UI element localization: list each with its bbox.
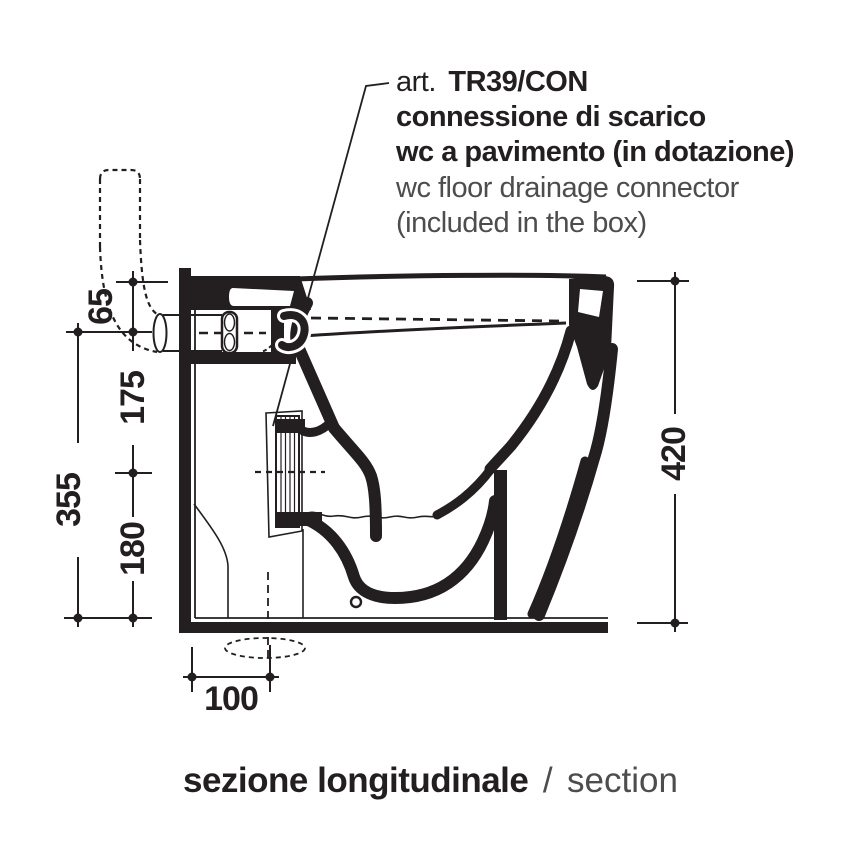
wall [179, 268, 191, 633]
pedestal-wall [494, 470, 507, 620]
floor [179, 622, 608, 633]
spud-gasket [220, 310, 239, 355]
caption-english: section [567, 761, 678, 800]
sump-underside [300, 495, 501, 605]
dimension-420: 420 [637, 272, 693, 632]
inlet-pipe [152, 313, 266, 353]
annotation-line-en-1: wc floor drainage connector [395, 172, 740, 204]
flush-distributor [260, 308, 312, 355]
trap-weir-leg [328, 422, 382, 542]
annotation-prefix: art. [396, 66, 436, 98]
drawing-caption: sezione longitudinale / section [183, 761, 678, 800]
outer-profile [533, 343, 618, 621]
front-rim-section [569, 276, 615, 391]
leader-line [272, 82, 390, 427]
dimension-label-420: 420 [655, 427, 693, 481]
connector-bottom-seal [275, 512, 322, 526]
socket-bottom [190, 352, 296, 364]
dimension-label-100: 100 [204, 680, 258, 718]
annotation-line-it-1: connessione di scarico [396, 101, 706, 133]
caption-separator: / [543, 761, 553, 800]
annotation-line-it-2: wc a pavimento (in dotazione) [395, 136, 794, 168]
floor-drain-dashed [224, 572, 306, 662]
bowl-underside-line [432, 464, 496, 520]
bowl-inner-wall [484, 325, 577, 475]
annotation-code: TR39/CON [448, 66, 587, 98]
dimension-label-355: 355 [50, 473, 88, 527]
annotation-block: art. TR39/CON connessione di scarico wc … [395, 66, 795, 239]
seat-hidden-line [310, 316, 561, 323]
seat-top-line [295, 272, 607, 282]
trap-to-connector [298, 417, 336, 437]
connector-housing-outline [265, 410, 303, 538]
dimension-65-175-180-chain: 65 175 355 180 [50, 271, 168, 627]
bowl-opening-line [303, 321, 567, 338]
pedestal-ghost-outline [193, 503, 304, 618]
drain-connector [255, 410, 325, 538]
drain-plug-detail [349, 595, 363, 609]
annotation-art-code: art. TR39/CON [396, 66, 588, 98]
toilet-section [190, 272, 618, 621]
connector-top-seal [275, 419, 305, 433]
dimension-label-180: 180 [114, 522, 152, 576]
dimension-label-65: 65 [82, 289, 120, 325]
caption-italian: sezione longitudinale [183, 761, 528, 800]
top-deck [190, 276, 311, 310]
dimension-label-175: 175 [114, 371, 152, 425]
pedestal-back-skirt [527, 456, 590, 619]
supply-pipe-dashed [98, 168, 161, 354]
dimension-100: 100 [183, 645, 279, 718]
annotation-line-en-2: (included in the box) [396, 207, 647, 239]
